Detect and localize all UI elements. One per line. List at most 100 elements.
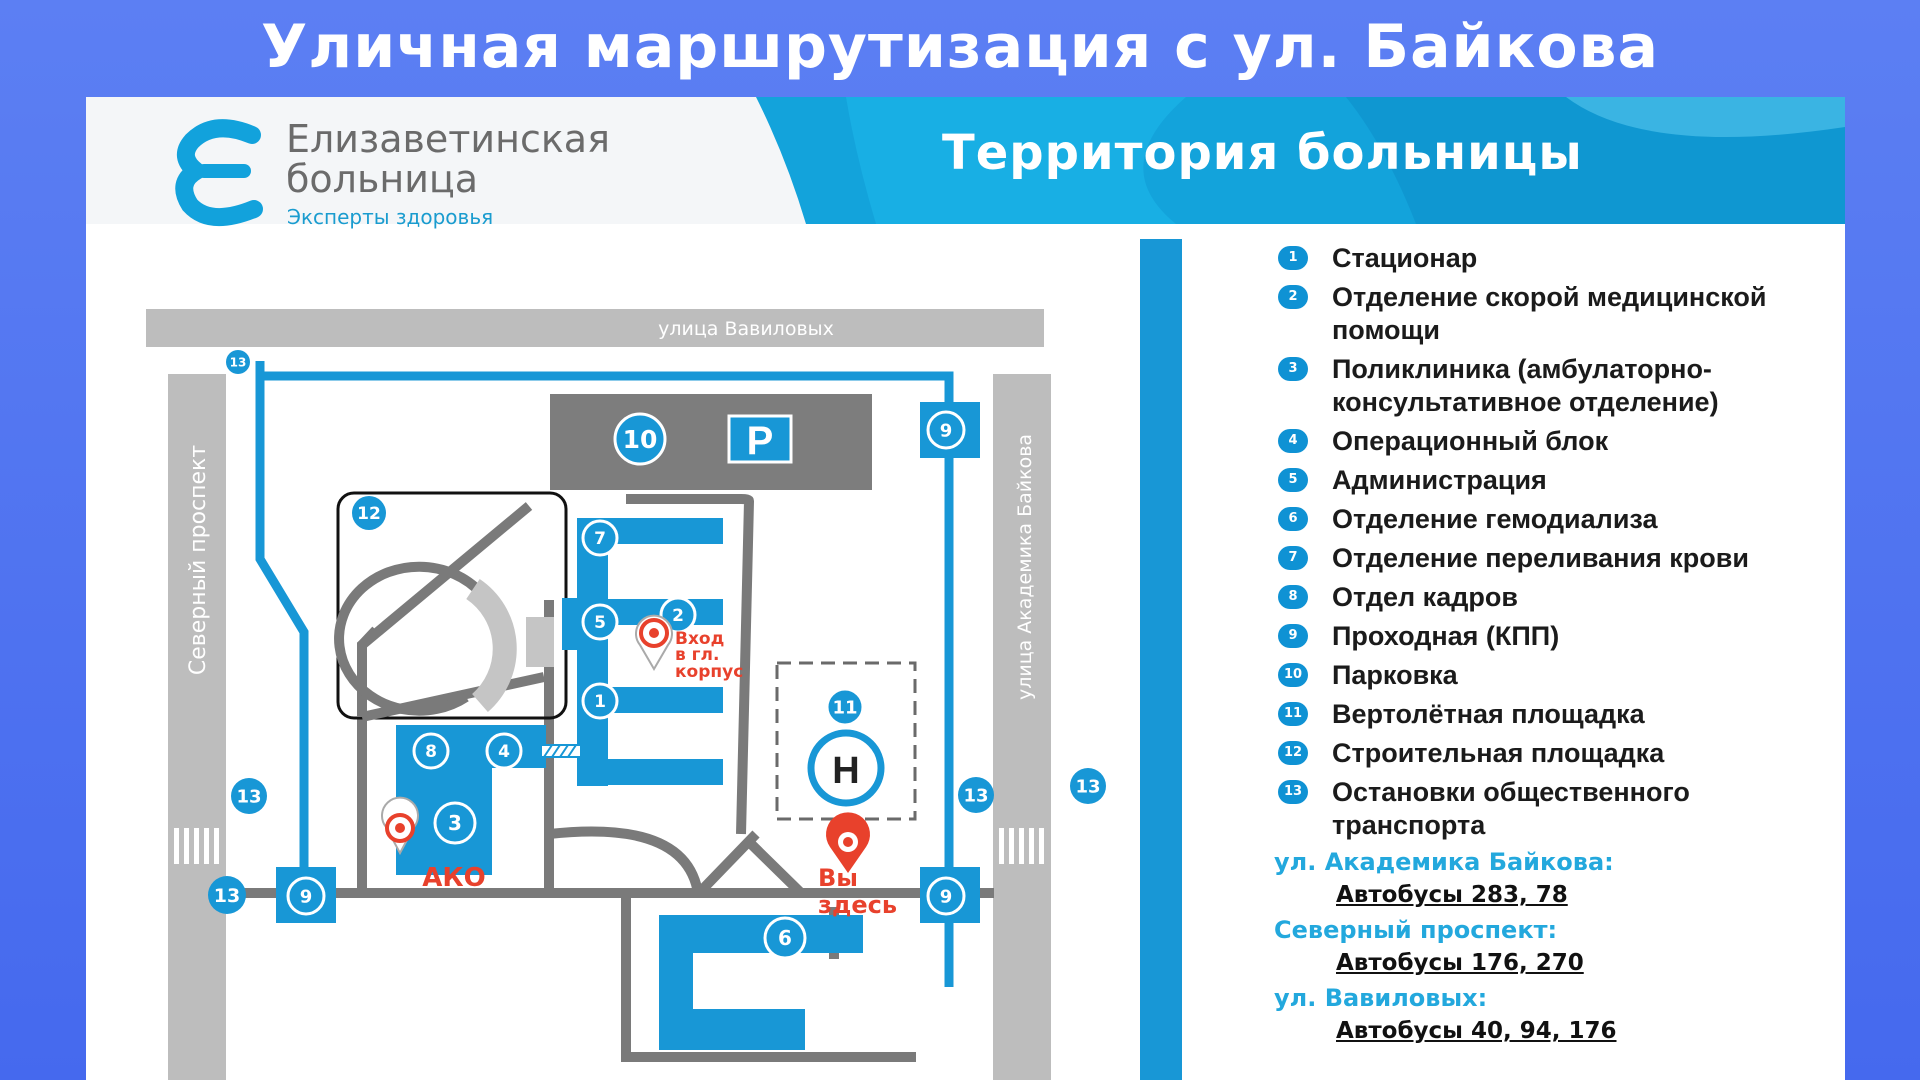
- hospital-territory-poster: Елизаветинская больница Эксперты здоровь…: [86, 97, 1845, 1080]
- poster-heading: Территория больницы: [942, 125, 1583, 181]
- transit-street: Северный проспект:: [1274, 916, 1558, 944]
- legend-item: 6 Отделение гемодиализа: [1278, 503, 1838, 536]
- you-are-here-label-2: здесь: [818, 891, 897, 919]
- map-number-label: 9: [940, 886, 953, 907]
- map-number-label: 1: [594, 692, 606, 712]
- street-baykova: [993, 374, 1051, 1080]
- map-number-13: 13: [958, 777, 994, 813]
- legend-label: Строительная площадка: [1332, 738, 1665, 768]
- legend-label: Отделение гемодиализа: [1332, 504, 1658, 534]
- map-number-9: 9: [926, 410, 966, 450]
- you-are-here-marker: [826, 812, 871, 873]
- map-number-4: 4: [485, 732, 523, 770]
- map-number-label: 2: [672, 606, 684, 626]
- entrance-marker-label-2: в гл.: [675, 645, 719, 665]
- map-number-label: 13: [214, 885, 240, 907]
- street-baykova-label: улица Академика Байкова: [1014, 434, 1036, 700]
- legend-label: Отдел кадров: [1332, 582, 1518, 612]
- route-path: [255, 361, 954, 987]
- map-number-label: 5: [594, 613, 606, 633]
- building-6: [659, 915, 863, 1050]
- map-number-label: 13: [236, 786, 261, 807]
- map-number-6: 6: [763, 916, 807, 960]
- map-number-13: 13: [231, 778, 267, 814]
- map-number-13: 13: [226, 350, 250, 374]
- legend-label: Администрация: [1332, 465, 1547, 495]
- legend-item: 9 Проходная (КПП): [1278, 620, 1838, 653]
- legend-number-badge: 2: [1278, 285, 1308, 309]
- parking-sign-label: P: [747, 419, 774, 463]
- entrance-marker-label-1: Вход: [675, 629, 724, 649]
- legend-item: 8 Отдел кадров: [1278, 581, 1838, 614]
- transit-buses: Автобусы 40, 94, 176: [1336, 1018, 1617, 1044]
- map-number-label: 13: [963, 785, 988, 806]
- hospital-logo-icon: [175, 119, 263, 227]
- map-number-5: 5: [581, 603, 619, 641]
- legend-label: Стационар: [1332, 243, 1478, 273]
- helipad-sign-label: H: [832, 750, 859, 792]
- map-number-11: 11: [825, 687, 865, 727]
- parking-area: [550, 394, 872, 490]
- map-number-label: 11: [832, 697, 857, 718]
- legend-number-badge: 8: [1278, 585, 1308, 609]
- map-number-label: 9: [940, 420, 953, 441]
- map-number-8: 8: [412, 732, 450, 770]
- legend-item: 1 Стационар: [1278, 242, 1838, 275]
- legend-number-badge: 9: [1278, 624, 1308, 648]
- map-number-label: 13: [230, 355, 247, 369]
- legend-number-badge: 12: [1278, 741, 1308, 765]
- map-number-label: 8: [425, 742, 437, 762]
- legend: 1 Стационар 2 Отделение скорой медицинской …: [1274, 242, 1838, 1052]
- construction-site: [334, 491, 568, 722]
- legend-number-badge: 3: [1278, 357, 1308, 381]
- territory-map: улица Вавиловых Северный проспект улица …: [146, 239, 1182, 1080]
- legend-separator: [1140, 239, 1182, 1080]
- legend-number-badge: 1: [1278, 246, 1308, 270]
- map-number-label: 9: [300, 886, 313, 907]
- passage-hatch: [540, 744, 582, 758]
- legend-number-badge: 4: [1278, 429, 1308, 453]
- hospital-name-line2: больница: [286, 157, 479, 201]
- hospital-name-line1: Елизаветинская: [286, 117, 610, 161]
- map-number-13: 13: [1070, 768, 1106, 804]
- transit-buses: Автобусы 283, 78: [1336, 882, 1568, 908]
- street-vavilovykh-label: улица Вавиловых: [658, 318, 834, 340]
- legend-item: 2 Отделение скорой медицинской помощи: [1278, 281, 1838, 347]
- map-number-label: 6: [778, 926, 792, 950]
- legend-label: Отделение скорой медицинской помощи: [1332, 282, 1767, 345]
- legend-label: Операционный блок: [1332, 426, 1609, 456]
- legend-number-badge: 5: [1278, 468, 1308, 492]
- street-severny-label: Северный проспект: [186, 445, 211, 676]
- legend-number-badge: 10: [1278, 663, 1308, 687]
- crosswalk-west: [174, 828, 219, 864]
- hospital-name: Елизаветинская больница: [286, 119, 610, 199]
- transit-street: ул. Вавиловых:: [1274, 984, 1488, 1012]
- legend-number-badge: 13: [1278, 780, 1308, 804]
- street-severny: [168, 374, 226, 1080]
- hospital-tagline: Эксперты здоровья: [287, 205, 494, 229]
- map-number-3: 3: [433, 801, 477, 845]
- legend-item: 10 Парковка: [1278, 659, 1838, 692]
- entrance-marker-label-3: корпус: [675, 662, 743, 682]
- number-badges: 13 13 13 13 13 12 10 9 9 9 7 2 5 1 8 4 3 6 11: [208, 350, 1106, 960]
- ako-marker: [381, 796, 419, 856]
- legend-label: Остановки общественного транспорта: [1332, 777, 1690, 840]
- legend-label: Вертолётная площадка: [1332, 699, 1645, 729]
- map-number-label: 3: [448, 811, 462, 835]
- ako-marker-label: АКО: [422, 863, 485, 893]
- legend-label: Отделение переливания крови: [1332, 543, 1749, 573]
- legend-label: Проходная (КПП): [1332, 621, 1560, 651]
- you-are-here-label-1: Вы: [818, 864, 858, 892]
- map-number-10: 10: [613, 412, 667, 466]
- map-number-7: 7: [581, 519, 619, 557]
- legend-number-badge: 6: [1278, 507, 1308, 531]
- legend-number-badge: 7: [1278, 546, 1308, 570]
- map-number-label: 4: [498, 742, 510, 762]
- legend-label: Парковка: [1332, 660, 1458, 690]
- map-number-12: 12: [352, 496, 386, 530]
- legend-item: 12 Строительная площадка: [1278, 737, 1838, 770]
- parking-sign: [727, 414, 793, 464]
- entrance-marker: [635, 614, 673, 671]
